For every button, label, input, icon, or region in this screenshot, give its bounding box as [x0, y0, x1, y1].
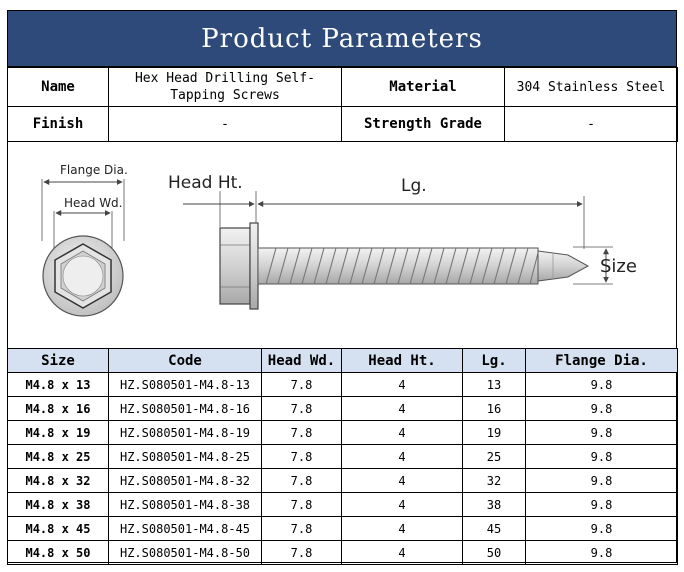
- table-row: M4.8 x 13 HZ.S080501-M4.8-13 7.8 4 13 9.…: [7, 372, 678, 397]
- size-cell: M4.8 x 32: [7, 468, 109, 493]
- lg-label: Lg.: [401, 176, 427, 196]
- finish-value: -: [108, 106, 342, 142]
- material-value: 304 Stainless Steel: [504, 67, 678, 107]
- code-header: Code: [108, 348, 262, 373]
- table-row: M4.8 x 50 HZ.S080501-M4.8-50 7.8 4 50 9.…: [7, 540, 678, 565]
- size-cell: M4.8 x 19: [7, 420, 109, 445]
- size-cell: M4.8 x 25: [7, 444, 109, 469]
- size-cell: M4.8 x 45: [7, 516, 109, 541]
- head-ht-cell: 4: [341, 468, 463, 493]
- code-cell: HZ.S080501-M4.8-50: [108, 540, 262, 565]
- strength-grade-value: -: [504, 106, 678, 142]
- head-ht-label: Head Ht.: [168, 173, 243, 193]
- strength-grade-label: Strength Grade: [341, 106, 505, 142]
- head-wd-cell: 7.8: [261, 420, 342, 445]
- head-wd-cell: 7.8: [261, 444, 342, 469]
- head-ht-cell: 4: [341, 372, 463, 397]
- name-value: Hex Head Drilling Self-Tapping Screws: [108, 67, 342, 107]
- flange-dia-cell: 9.8: [525, 444, 678, 469]
- head-ht-cell: 4: [341, 492, 463, 517]
- code-cell: HZ.S080501-M4.8-25: [108, 444, 262, 469]
- head-wd-cell: 7.8: [261, 468, 342, 493]
- head-wd-cell: 7.8: [261, 492, 342, 517]
- table-row: M4.8 x 45 HZ.S080501-M4.8-45 7.8 4 45 9.…: [7, 516, 678, 541]
- lg-cell: 16: [462, 396, 526, 421]
- info-table: Name Hex Head Drilling Self-Tapping Scre…: [7, 67, 678, 142]
- head-wd-cell: 7.8: [261, 372, 342, 397]
- screw-drawing: [41, 179, 613, 317]
- table-row: M4.8 x 19 HZ.S080501-M4.8-19 7.8 4 19 9.…: [7, 420, 678, 445]
- lg-cell: 38: [462, 492, 526, 517]
- material-label: Material: [341, 67, 505, 107]
- size-label: Size: [600, 256, 637, 277]
- flange-dia-label: Flange Dia.: [60, 163, 128, 177]
- code-cell: HZ.S080501-M4.8-13: [108, 372, 262, 397]
- size-cell: M4.8 x 50: [7, 540, 109, 565]
- specs-header-row: Size Code Head Wd. Head Ht. Lg. Flange D…: [7, 348, 678, 373]
- head-ht-cell: 4: [341, 444, 463, 469]
- info-row: Name Hex Head Drilling Self-Tapping Scre…: [7, 67, 678, 107]
- size-cell: M4.8 x 16: [7, 396, 109, 421]
- code-cell: HZ.S080501-M4.8-16: [108, 396, 262, 421]
- head-ht-header: Head Ht.: [341, 348, 463, 373]
- lg-header: Lg.: [462, 348, 526, 373]
- size-cell: M4.8 x 38: [7, 492, 109, 517]
- table-row: M4.8 x 16 HZ.S080501-M4.8-16 7.8 4 16 9.…: [7, 396, 678, 421]
- specs-table: Size Code Head Wd. Head Ht. Lg. Flange D…: [7, 348, 678, 565]
- head-ht-cell: 4: [341, 396, 463, 421]
- page-title: Product Parameters: [7, 10, 677, 67]
- flange-dia-cell: 9.8: [525, 396, 678, 421]
- finish-label: Finish: [7, 106, 109, 142]
- table-row: M4.8 x 25 HZ.S080501-M4.8-25 7.8 4 25 9.…: [7, 444, 678, 469]
- hex-head-top-view-icon: [41, 179, 125, 317]
- info-row: Finish - Strength Grade -: [7, 106, 678, 142]
- head-wd-cell: 7.8: [261, 540, 342, 565]
- flange-dia-cell: 9.8: [525, 540, 678, 565]
- head-wd-header: Head Wd.: [261, 348, 342, 373]
- flange-dia-cell: 9.8: [525, 468, 678, 493]
- size-header: Size: [7, 348, 109, 373]
- lg-cell: 45: [462, 516, 526, 541]
- head-ht-cell: 4: [341, 540, 463, 565]
- flange-dia-cell: 9.8: [525, 516, 678, 541]
- name-label: Name: [7, 67, 109, 107]
- flange-dia-cell: 9.8: [525, 372, 678, 397]
- flange-dia-cell: 9.8: [525, 492, 678, 517]
- lg-cell: 25: [462, 444, 526, 469]
- code-cell: HZ.S080501-M4.8-32: [108, 468, 262, 493]
- head-wd-label: Head Wd.: [64, 196, 123, 210]
- head-ht-cell: 4: [341, 420, 463, 445]
- lg-cell: 13: [462, 372, 526, 397]
- table-row: M4.8 x 32 HZ.S080501-M4.8-32 7.8 4 32 9.…: [7, 468, 678, 493]
- head-ht-cell: 4: [341, 516, 463, 541]
- lg-cell: 50: [462, 540, 526, 565]
- code-cell: HZ.S080501-M4.8-19: [108, 420, 262, 445]
- screw-side-view-icon: [183, 191, 613, 310]
- head-wd-cell: 7.8: [261, 516, 342, 541]
- code-cell: HZ.S080501-M4.8-38: [108, 492, 262, 517]
- flange-dia-header: Flange Dia.: [525, 348, 678, 373]
- head-wd-cell: 7.8: [261, 396, 342, 421]
- screw-diagram: Flange Dia. Head Wd. Head Ht. Lg. Size: [7, 141, 677, 348]
- lg-cell: 19: [462, 420, 526, 445]
- size-cell: M4.8 x 13: [7, 372, 109, 397]
- code-cell: HZ.S080501-M4.8-45: [108, 516, 262, 541]
- flange-dia-cell: 9.8: [525, 420, 678, 445]
- lg-cell: 32: [462, 468, 526, 493]
- table-row: M4.8 x 38 HZ.S080501-M4.8-38 7.8 4 38 9.…: [7, 492, 678, 517]
